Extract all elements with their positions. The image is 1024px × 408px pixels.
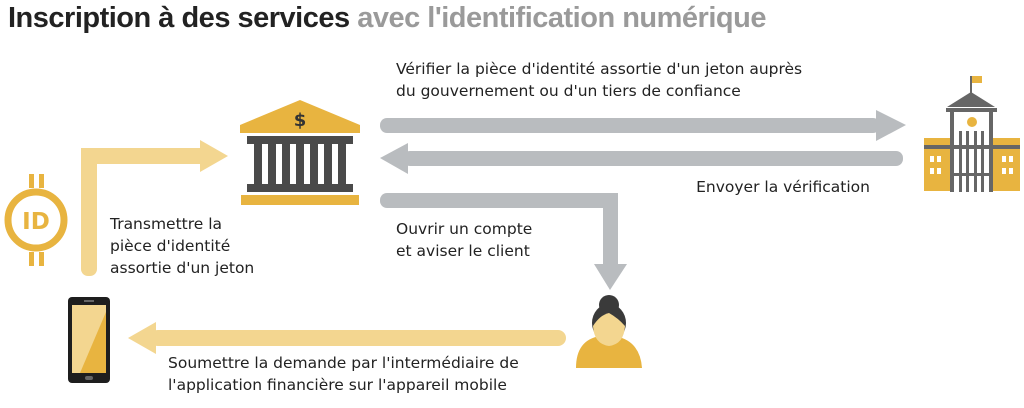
bank-icon: $ (240, 100, 360, 205)
label-line: du gouvernement ou d'un tiers de confian… (396, 82, 741, 100)
arrow-send-verification (380, 143, 903, 174)
dollar-sign: $ (294, 110, 307, 131)
id-badge-text: ID (22, 209, 50, 235)
arrow-verify (380, 110, 906, 141)
label-line: Transmettre la (110, 215, 223, 233)
page-title: Inscription à des services avec l'identi… (8, 2, 766, 35)
client-person-icon (576, 295, 642, 368)
label-line: pièce d'identité (110, 237, 231, 255)
label-line: et aviser le client (396, 242, 530, 260)
arrow-open-account (380, 193, 627, 290)
label-send-verification: Envoyer la vérification (696, 176, 870, 198)
label-line: l'application financière sur l'appareil … (168, 376, 507, 394)
label-verify: Vérifier la pièce d'identité assortie d'… (396, 58, 802, 102)
label-transmit: Transmettre la pièce d'identité assortie… (110, 213, 254, 279)
label-line: Vérifier la pièce d'identité assortie d'… (396, 60, 803, 78)
label-open-account: Ouvrir un compte et aviser le client (396, 218, 532, 262)
label-line: assortie d'un jeton (110, 259, 255, 277)
id-token-icon: ID (4, 174, 68, 266)
label-line: Envoyer la vérification (696, 178, 870, 196)
government-building-icon (924, 76, 1020, 192)
label-submit: Soumettre la demande par l'intermédiaire… (168, 352, 519, 396)
arrow-submit (128, 322, 566, 354)
mobile-phone-icon (68, 297, 110, 383)
arrow-transmit (81, 140, 228, 276)
label-line: Soumettre la demande par l'intermédiaire… (168, 354, 519, 372)
label-line: Ouvrir un compte (396, 220, 533, 238)
title-part-1: Inscription à des services (8, 2, 350, 34)
title-part-2: avec l'identification numérique (357, 2, 766, 34)
